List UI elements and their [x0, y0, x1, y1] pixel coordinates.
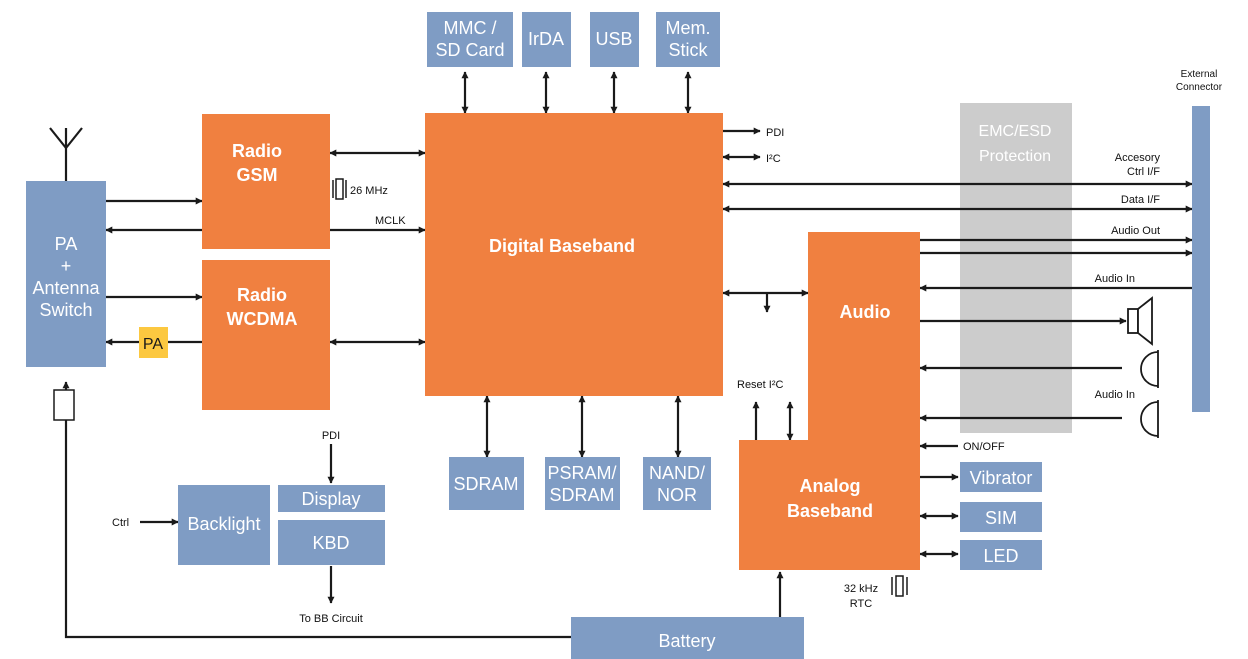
audio-label: Audio: [840, 302, 891, 322]
accessory-label-2: Ctrl I/F: [1127, 166, 1160, 178]
pa-switch-label-2: +: [61, 256, 72, 276]
radio-wcdma-label-1: Radio: [237, 285, 287, 305]
nand-nor-block: NAND/ NOR: [643, 457, 711, 510]
microphone-icon: [1140, 400, 1159, 438]
rtc-label-1: 32 kHz: [844, 583, 878, 595]
radio-gsm-block: Radio GSM: [202, 114, 330, 249]
i2c-right-label: I²C: [766, 153, 781, 165]
vibrator-block: Vibrator: [960, 462, 1042, 492]
digital-baseband-label: Digital Baseband: [489, 236, 635, 256]
pa-small-label: PA: [143, 336, 163, 353]
mclk-label: MCLK: [375, 215, 406, 227]
connections: [49, 71, 1193, 639]
radio-wcdma-label-2: WCDMA: [227, 309, 298, 329]
audio-out-label: Audio Out: [1111, 225, 1160, 237]
display-block: Display: [278, 485, 385, 512]
led-label: LED: [983, 546, 1018, 566]
speaker-icon: [1127, 296, 1153, 346]
emc-esd-protection-block: [960, 103, 1072, 433]
pa-switch-label-3: Antenna: [32, 278, 100, 298]
emc-label-2: Protection: [979, 148, 1051, 165]
rtc-label-2: RTC: [850, 598, 872, 610]
crystal-32khz-icon: [891, 575, 908, 597]
backlight-label: Backlight: [187, 514, 260, 534]
sim-block: SIM: [960, 502, 1042, 532]
sim-label: SIM: [985, 508, 1017, 528]
mem-stick-block: Mem. Stick: [656, 12, 720, 67]
psram-label-1: PSRAM/: [547, 463, 616, 483]
mmc-label-line1: MMC /: [444, 18, 497, 38]
crystal-26mhz-icon: [332, 178, 347, 200]
emc-label-1: EMC/ESD: [979, 123, 1052, 140]
memstick-label-line1: Mem.: [666, 18, 711, 38]
sdram-block: SDRAM: [449, 457, 524, 510]
accessory-label-1: Accesory: [1115, 152, 1161, 164]
external-connector-label-1: External: [1181, 69, 1218, 80]
kbd-label: KBD: [312, 533, 349, 553]
psram-sdram-block: PSRAM/ SDRAM: [545, 457, 620, 510]
sdram-label: SDRAM: [453, 474, 518, 494]
pa-switch-label-1: PA: [55, 234, 78, 254]
battery-label: Battery: [658, 631, 715, 651]
pa-switch-label-4: Switch: [39, 300, 92, 320]
pa-amplifier-block: PA: [139, 327, 168, 358]
usb-block: USB: [590, 12, 639, 67]
backlight-block: Backlight: [178, 485, 270, 565]
psram-label-2: SDRAM: [549, 485, 614, 505]
to-bb-circuit-label: To BB Circuit: [299, 613, 363, 625]
mmc-sd-card-block: MMC / SD Card: [427, 12, 513, 67]
analog-baseband-label-1: Analog: [800, 476, 861, 496]
kbd-block: KBD: [278, 520, 385, 565]
on-off-label: ON/OFF: [963, 441, 1005, 453]
digital-baseband-block: Digital Baseband: [425, 113, 723, 396]
fuse-icon: [53, 389, 75, 421]
radio-gsm-label-1: Radio: [232, 141, 282, 161]
reset-i2c-label: Reset I²C: [737, 379, 784, 391]
display-label: Display: [301, 489, 360, 509]
audio-in-label-1: Audio In: [1095, 273, 1135, 285]
mmc-label-line2: SD Card: [435, 40, 504, 60]
usb-label: USB: [595, 29, 632, 49]
data-if-label: Data I/F: [1121, 194, 1160, 206]
microphone-icon: [1140, 350, 1159, 388]
led-block: LED: [960, 540, 1042, 570]
memstick-label-line2: Stick: [668, 40, 708, 60]
crystal-26-label: 26 MHz: [350, 185, 388, 197]
nand-label-2: NOR: [657, 485, 697, 505]
battery-block: Battery: [571, 617, 804, 659]
vibrator-label: Vibrator: [970, 468, 1033, 488]
nand-label-1: NAND/: [649, 463, 705, 483]
external-connector-label-2: Connector: [1176, 82, 1223, 93]
ctrl-label: Ctrl: [112, 517, 129, 529]
radio-wcdma-block: Radio WCDMA: [202, 260, 330, 410]
pdi-display-label: PDI: [322, 430, 340, 442]
external-connector-bar: [1192, 106, 1210, 412]
audio-analog-baseband-block: Audio Analog Baseband: [739, 232, 920, 570]
pa-antenna-switch-block: PA + Antenna Switch: [26, 181, 106, 367]
pdi-right-label: PDI: [766, 127, 784, 139]
radio-gsm-label-2: GSM: [236, 165, 277, 185]
audio-in-label-2: Audio In: [1095, 389, 1135, 401]
analog-baseband-label-2: Baseband: [787, 501, 873, 521]
irda-block: IrDA: [522, 12, 571, 67]
irda-label: IrDA: [528, 29, 564, 49]
